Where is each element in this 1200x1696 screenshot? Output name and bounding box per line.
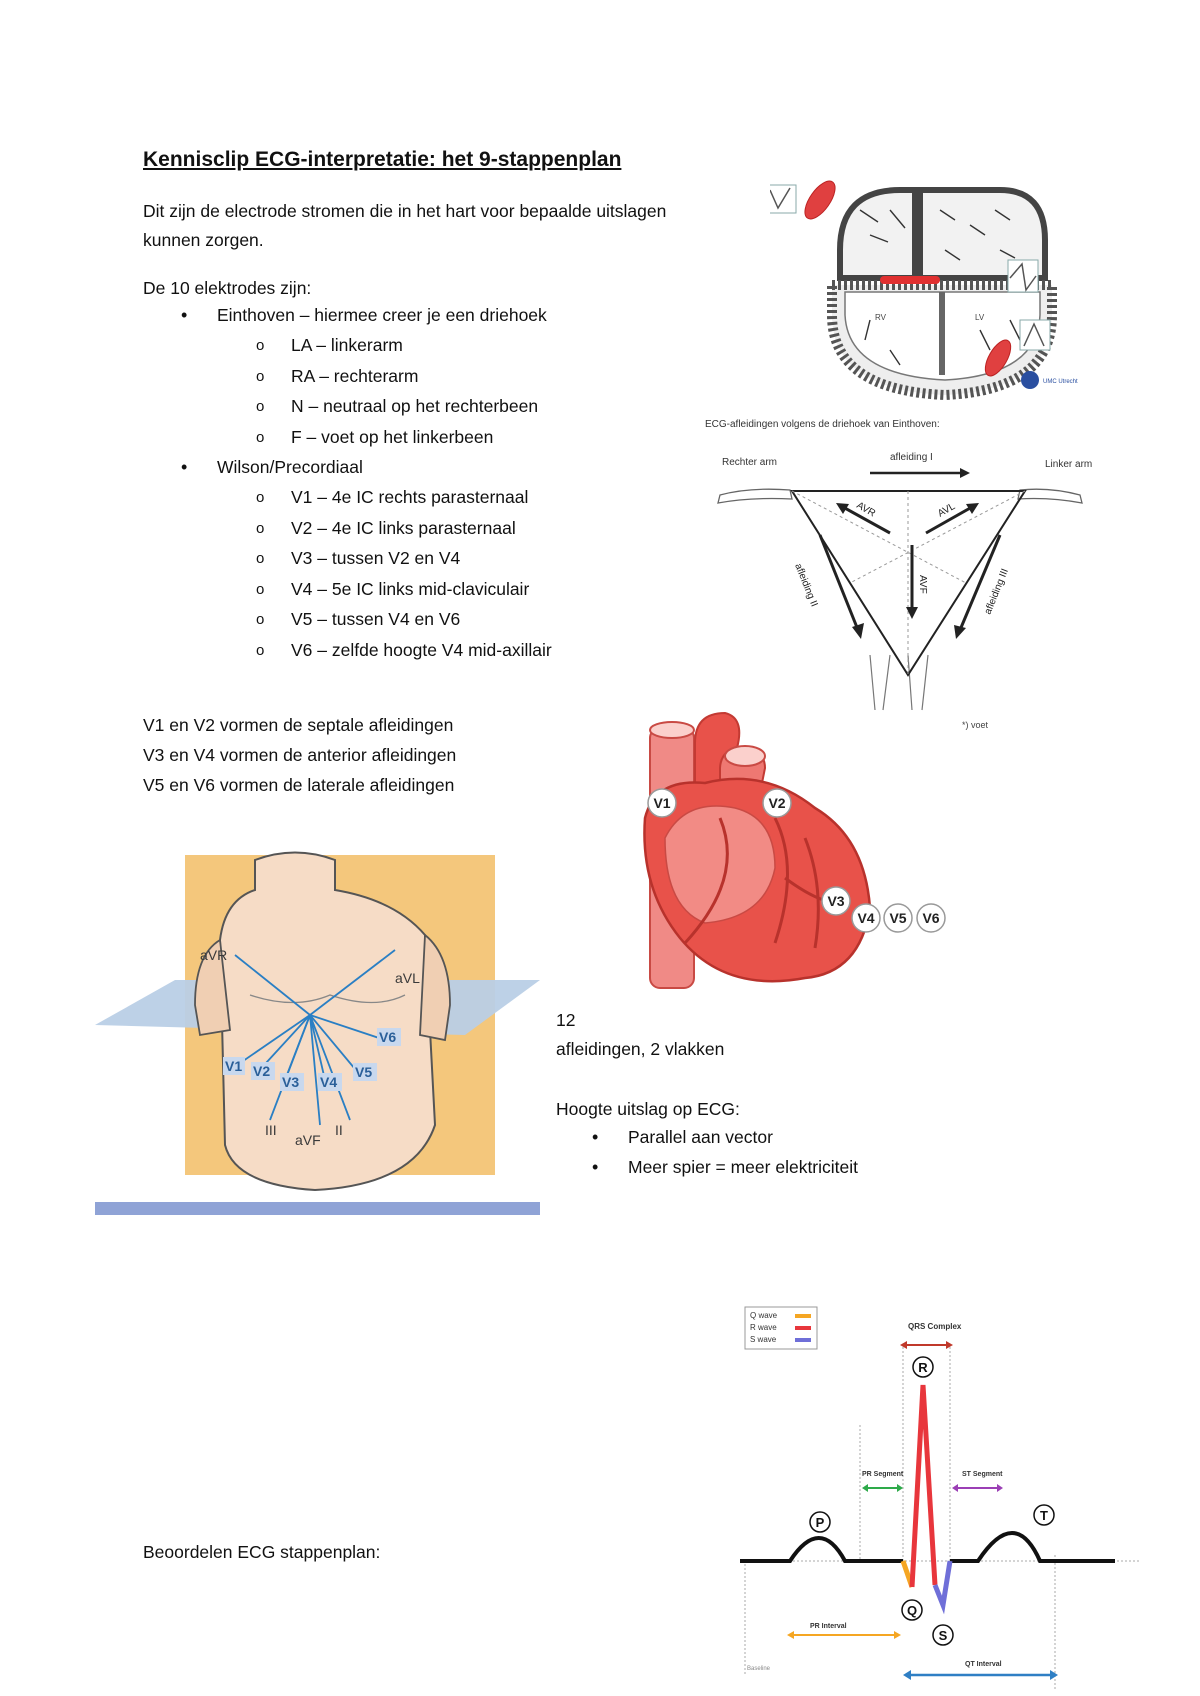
lead-group-list: V1 en V2 vormen de septale afleidingen V… [143,710,456,800]
list-item: V3 – tussen V2 en V4 [143,543,552,574]
lead-badge-v4: V4 [857,910,874,926]
lead1-label: afleiding I [890,452,933,463]
rv-label: RV [875,313,887,322]
list-item: V1 – 4e IC rechts parasternaal [143,482,552,513]
list-item-wilson: Wilson/Precordiaal V1 – 4e IC rechts par… [143,452,552,665]
q-marker: Q [907,1603,917,1618]
legend-r: R wave [750,1323,777,1332]
pr-segment-label: PR Segment [862,1471,904,1478]
list-item: V6 – zelfde hoogte V4 mid-axillair [143,635,552,665]
height-list: Parallel aan vector Meer spier = meer el… [556,1122,858,1182]
list-item: Parallel aan vector [556,1122,858,1152]
electrode-list: Einthoven – hiermee creer je een driehoe… [143,300,552,665]
torso-lead-v1: V1 [225,1058,242,1074]
list-item: V2 – 4e IC links parasternaal [143,513,552,543]
lead3-label: III [265,1122,277,1138]
right-arm-label: Rechter arm [722,457,777,468]
lead-badge-v1: V1 [653,795,670,811]
list-item: V4 – 5e IC links mid-claviculair [143,574,552,604]
lead3-label: afleiding III [983,567,1011,616]
st-segment-label: ST Segment [962,1471,1003,1478]
baseline-label: Baseline [747,1666,771,1672]
list-item: RA – rechterarm [143,361,552,391]
lead2-label: afleiding II [792,562,819,608]
list-item: LA – linkerarm [143,330,552,361]
list-item: F – voet op het linkerbeen [143,422,552,452]
heart-vector-figure: RV LV UMC Utrecht [770,180,1090,400]
page-title: Kennisclip ECG-interpretatie: het 9-stap… [143,148,622,171]
lead-group-line: V3 en V4 vormen de anterior afleidingen [143,745,457,765]
legend-s: S wave [750,1335,777,1344]
legend-q: Q wave [750,1311,778,1320]
twelve-leads-number: 12 [556,1010,576,1030]
foot-label: *) voet [962,720,989,730]
assessment-heading: Beoordelen ECG stappenplan: [143,1542,381,1562]
einthoven-caption: ECG-afleidingen volgens de driehoek van … [705,419,940,430]
t-marker: T [1040,1508,1048,1523]
lead-badge-v2: V2 [768,795,785,811]
p-marker: P [816,1515,825,1530]
electrodes-heading: De 10 elektrodes zijn: [143,278,312,298]
group-label: Wilson/Precordiaal [217,457,363,477]
r-marker: R [918,1360,928,1375]
avf-label: AVF [917,575,928,594]
torso-lead-v6: V6 [379,1029,396,1045]
lead2-label: II [335,1122,343,1138]
torso-lead-v4: V4 [320,1074,337,1090]
group-label: Einthoven – hiermee creer je een driehoe… [217,305,547,325]
lead-badge-v6: V6 [922,910,939,926]
pr-interval-label: PR Interval [810,1623,847,1630]
torso-lead-v5: V5 [355,1064,372,1080]
lv-label: LV [975,313,985,322]
s-marker: S [939,1628,948,1643]
lead-badge-v3: V3 [827,893,844,909]
avr-label: aVR [200,947,227,963]
torso-lead-v3: V3 [282,1074,299,1090]
einthoven-figure: ECG-afleidingen volgens de driehoek van … [700,415,1100,735]
lead-group-line: V1 en V2 vormen de septale afleidingen [143,715,454,735]
avl-label: aVL [395,970,420,986]
height-heading: Hoogte uitslag op ECG: [556,1099,740,1119]
lead-badge-v5: V5 [889,910,906,926]
left-arm-label: Linker arm [1045,459,1092,470]
umc-logo-icon [1021,371,1039,389]
logo-text: UMC Utrecht [1043,379,1078,385]
torso-lead-v2: V2 [253,1063,270,1079]
qt-interval-label: QT Interval [965,1661,1002,1668]
list-item: V5 – tussen V4 en V6 [143,604,552,635]
qrs-label: QRS Complex [908,1322,962,1331]
torso-figure: aVR aVL aVF III II V1 V2 V3 V4 V5 V6 [95,845,540,1215]
avf-label: aVF [295,1132,321,1148]
list-item: N – neutraal op het rechterbeen [143,391,552,422]
heart-leads-figure: V1 V2 V3 V4 V5 V6 [625,708,965,1008]
ecg-waveform-figure: Q wave R wave S wave QRS Complex [725,1305,1145,1690]
list-item: Meer spier = meer elektriciteit [556,1152,858,1182]
lead-group-line: V5 en V6 vormen de laterale afleidingen [143,775,455,795]
list-item-einthoven: Einthoven – hiermee creer je een driehoe… [143,300,552,452]
twelve-leads-text: afleidingen, 2 vlakken [556,1039,725,1059]
intro-text: Dit zijn de electrode stromen die in het… [143,201,667,250]
